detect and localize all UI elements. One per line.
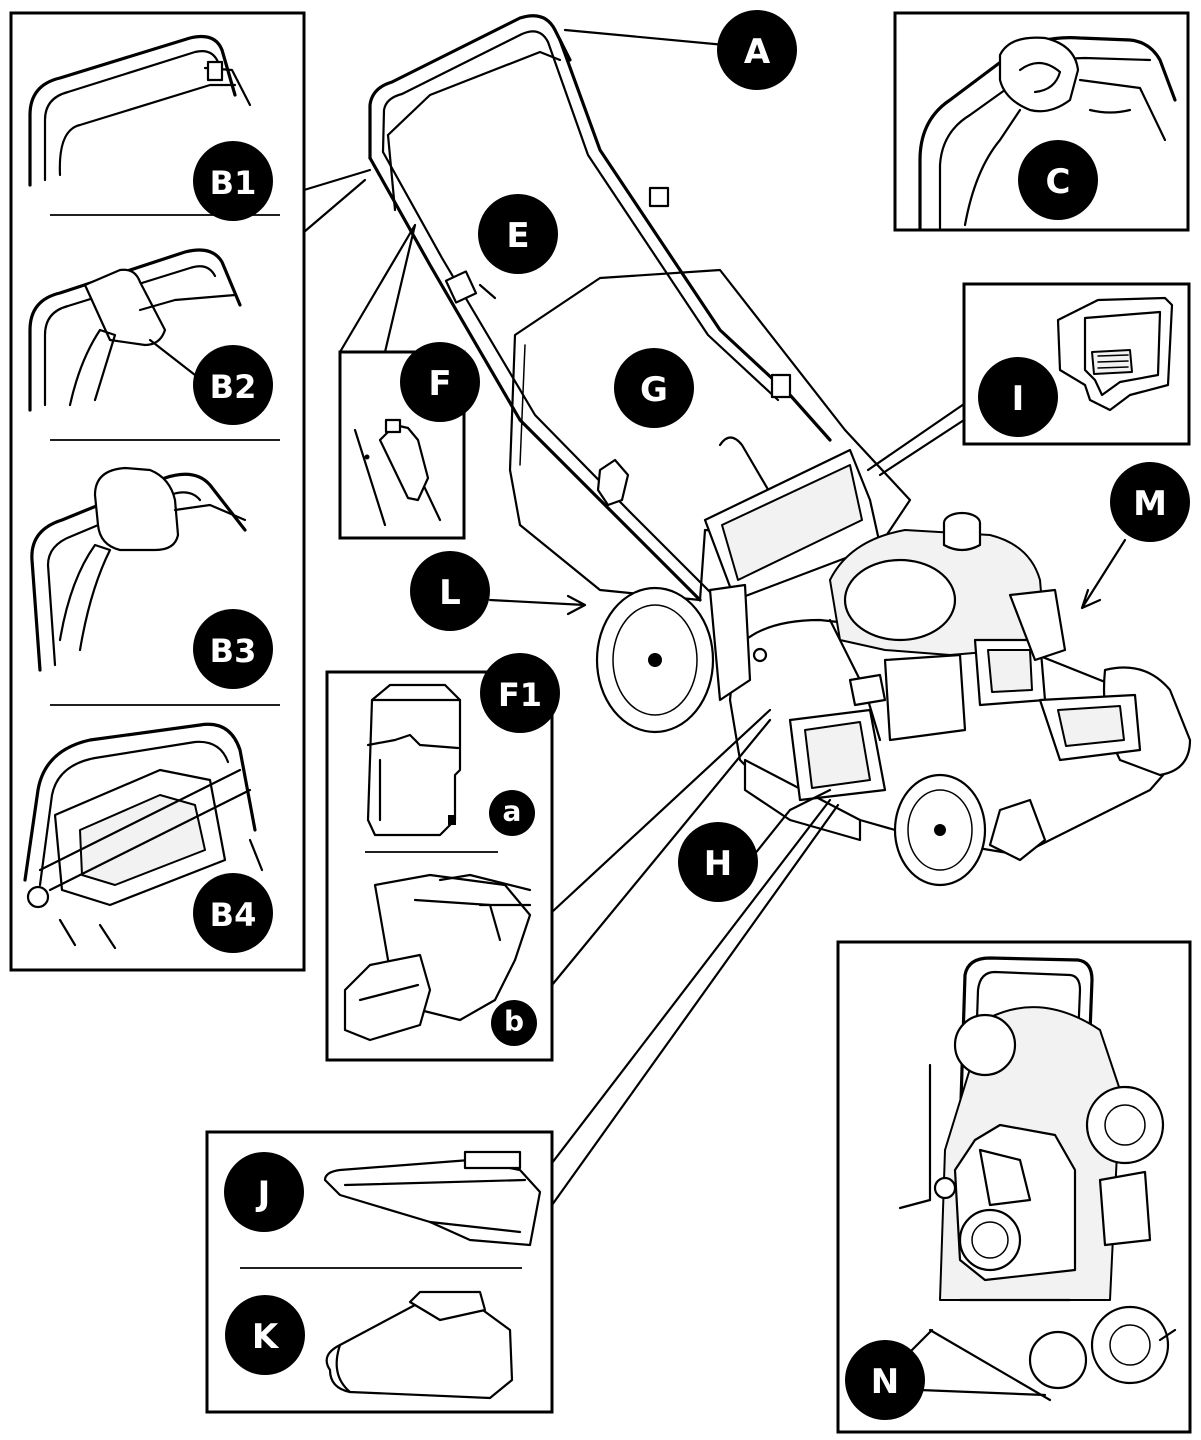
- svg-text:F: F: [428, 364, 451, 404]
- label-b2: B2: [193, 345, 273, 425]
- leader-i: [866, 402, 966, 477]
- label-h: H: [678, 822, 758, 902]
- leader-b-panel: [302, 178, 367, 234]
- bail-inset-c: [893, 11, 1190, 232]
- leader-n-arrows: [898, 1198, 1177, 1342]
- leader-h: [740, 788, 832, 872]
- svg-text:L: L: [439, 573, 461, 613]
- label-a: A: [717, 10, 797, 90]
- label-e: E: [478, 194, 558, 274]
- label-n: N: [845, 1340, 925, 1420]
- inset-f1-frame: [325, 670, 554, 1062]
- leader-b2: [148, 338, 197, 377]
- svg-text:a: a: [503, 795, 522, 828]
- label-c: C: [1018, 140, 1098, 220]
- handle-b2-drawing: [28, 248, 242, 412]
- inset-jk-frame: [205, 1130, 554, 1414]
- label-a-small: a: [489, 790, 535, 836]
- fuel-cap-inset-f1: [325, 670, 554, 1062]
- label-i: I: [978, 357, 1058, 437]
- leader-lines: [148, 28, 1177, 1397]
- leader-f: [338, 223, 417, 354]
- label-f1: F1: [480, 653, 560, 733]
- leader-b1: [302, 168, 372, 192]
- label-b4: B4: [193, 873, 273, 953]
- svg-text:H: H: [704, 844, 732, 884]
- svg-text:B3: B3: [210, 632, 257, 670]
- svg-text:K: K: [252, 1317, 280, 1357]
- label-g: G: [614, 348, 694, 428]
- svg-text:N: N: [871, 1362, 899, 1402]
- svg-text:C: C: [1046, 162, 1071, 202]
- chute-inset-j-k: [205, 1130, 554, 1414]
- svg-text:J: J: [256, 1174, 271, 1214]
- leader-jk: [550, 798, 840, 1207]
- label-l: L: [410, 551, 490, 631]
- svg-text:E: E: [506, 216, 529, 256]
- label-j: J: [224, 1152, 304, 1232]
- svg-text:b: b: [504, 1005, 524, 1038]
- label-m: M: [1110, 462, 1190, 542]
- svg-text:G: G: [640, 370, 668, 410]
- handle-b4-drawing: [23, 722, 264, 950]
- mulch-plug-inset-i: [962, 282, 1191, 446]
- leader-l: [488, 594, 587, 616]
- svg-text:I: I: [1012, 379, 1025, 419]
- inset-n-frame: [836, 940, 1192, 1434]
- inset-f-frame: [338, 350, 466, 540]
- fuel-cap-inset-f: [338, 350, 466, 540]
- handle-variants-frame: [9, 11, 306, 972]
- leader-m: [1080, 538, 1127, 610]
- inset-i-frame: [962, 282, 1191, 446]
- inset-c-frame: [893, 11, 1190, 232]
- leader-n: [910, 1328, 1047, 1397]
- svg-text:B4: B4: [210, 896, 257, 934]
- label-b3: B3: [193, 609, 273, 689]
- svg-text:B1: B1: [210, 164, 257, 202]
- leader-e: [478, 283, 497, 300]
- svg-text:M: M: [1133, 484, 1167, 524]
- svg-text:F1: F1: [498, 676, 542, 714]
- leader-f1: [550, 708, 772, 987]
- handle-b3-drawing: [30, 466, 247, 672]
- rear-view-inset-n: [836, 940, 1192, 1434]
- label-k: K: [225, 1295, 305, 1375]
- rear-left-wheel: [595, 586, 715, 734]
- handle-b1-drawing: [28, 34, 252, 187]
- leader-a: [563, 28, 727, 47]
- label-b-small: b: [491, 1000, 537, 1046]
- svg-text:A: A: [744, 32, 771, 72]
- label-f: F: [400, 342, 480, 422]
- label-b1: B1: [193, 141, 273, 221]
- front-right-wheel: [893, 773, 987, 887]
- mower-main-drawing: [368, 14, 1192, 887]
- svg-text:B2: B2: [210, 368, 257, 406]
- handle-variants-panel: [9, 11, 306, 972]
